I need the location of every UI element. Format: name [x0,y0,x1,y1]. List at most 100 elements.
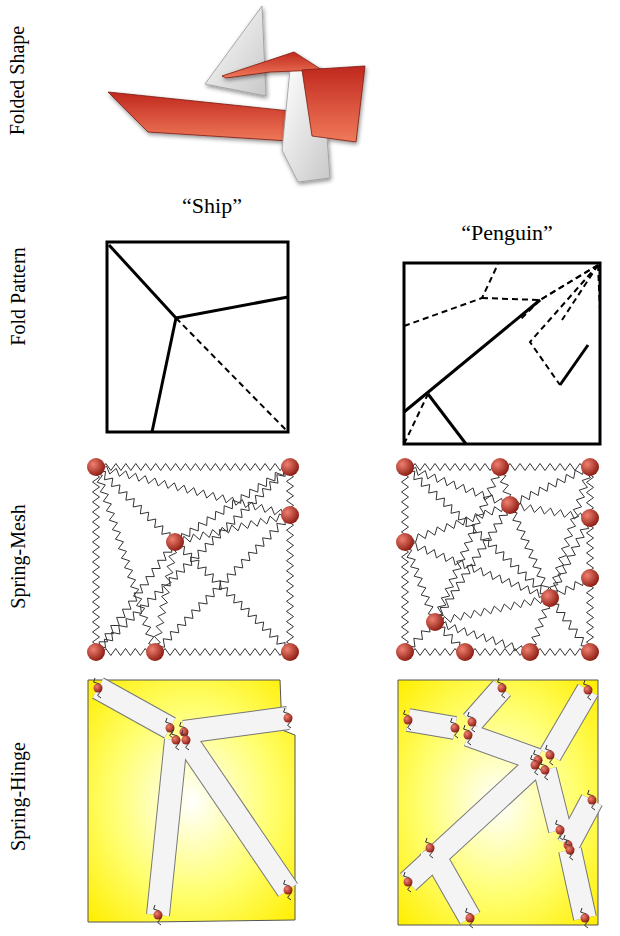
spring [96,467,175,542]
hinge-strip-edge [472,688,502,722]
row-label: Spring-Mesh [7,504,30,608]
spring [405,542,550,598]
hinge-strip-edge [184,718,288,732]
mass-ball [581,509,599,527]
hinge-strip [568,800,592,845]
mass-ball [146,643,164,661]
hinge-strip-edge [186,740,288,890]
mass-ball [498,684,507,693]
penguin-folded [222,52,365,182]
penguin-fold-pattern [404,263,600,444]
mass-ball [87,458,105,476]
mass-ball [281,458,299,476]
hinge-strip-edge [570,850,585,918]
hinge-strip [184,718,288,732]
shape-name: “Ship” [182,193,242,219]
spring [510,503,590,520]
mass-ball [154,911,163,920]
spring [96,467,290,652]
spring [93,467,100,652]
ship-fold-pattern [107,242,288,432]
hinge-strip-edge [158,740,176,915]
mass-ball [491,458,509,476]
mass-ball [281,643,299,661]
shape-name: “Penguin” [461,220,553,246]
mass-ball [501,496,519,514]
row-label: Fold Pattern [7,247,30,345]
mass-ball [281,506,299,524]
hinge-strip-edge [468,735,538,760]
spring-mesh [87,458,599,661]
mass-ball [468,718,477,727]
hinge-strip [468,735,538,760]
mass-ball [566,846,575,855]
hinge-strip-edge [550,690,588,755]
mass-ball [94,684,103,693]
spring [153,542,177,652]
hinge-strip [570,850,585,918]
mass-ball [581,569,599,587]
mass-ball [531,761,540,770]
spring [402,542,409,652]
mass-ball [556,826,565,835]
spring [435,622,530,654]
hinge-strip-edge [568,800,592,845]
spring [94,467,157,652]
mass-ball [546,751,555,760]
mass-ball [588,796,597,805]
ship-folded [108,6,305,142]
spring [434,467,500,622]
hinge-strip [408,720,455,728]
mass-ball [396,643,414,661]
mass-ball [284,886,293,895]
spring [405,503,510,542]
mass-ball [581,458,599,476]
spring-hinge [88,678,598,928]
mass-ball [396,533,414,551]
mass-ball [466,914,475,923]
mass-ball [541,589,559,607]
spring [465,649,530,656]
hinge-strip-edge [430,848,470,918]
hinge-strip [550,690,588,755]
hinge-strip-edge [98,688,170,728]
spring [435,596,550,625]
hinge-strip [472,688,502,722]
spring [550,598,590,652]
spring [287,515,294,652]
mass-ball [87,643,105,661]
mass-ball [584,686,593,695]
panel [398,680,598,925]
hinge-strip-edge [408,720,455,728]
mass-ball [166,533,184,551]
mass-ball [182,736,191,745]
mass-ball [166,724,175,733]
spring [96,466,290,517]
spring [96,464,290,471]
spring [155,649,290,656]
mass-ball [451,724,460,733]
mass-ball [426,613,444,631]
mass-ball [581,914,590,923]
hinge-strip [186,740,288,890]
spring [549,518,590,598]
mass-ball [581,643,599,661]
row-label: Spring-Hinge [7,742,30,851]
mass-ball [396,458,414,476]
spring [405,464,500,471]
mass-ball [464,731,473,740]
spring [175,542,290,652]
row-label: Folded Shape [7,25,30,134]
spring [405,467,550,598]
mass-ball [521,643,539,661]
spring [402,467,409,542]
mass-ball [172,736,181,745]
hinge-strip [158,740,176,915]
mass-ball [541,766,550,775]
spring [404,542,437,622]
mass-ball [426,844,435,853]
hinge-strip [430,848,470,918]
mass-ball [404,878,413,887]
spring [500,464,590,471]
